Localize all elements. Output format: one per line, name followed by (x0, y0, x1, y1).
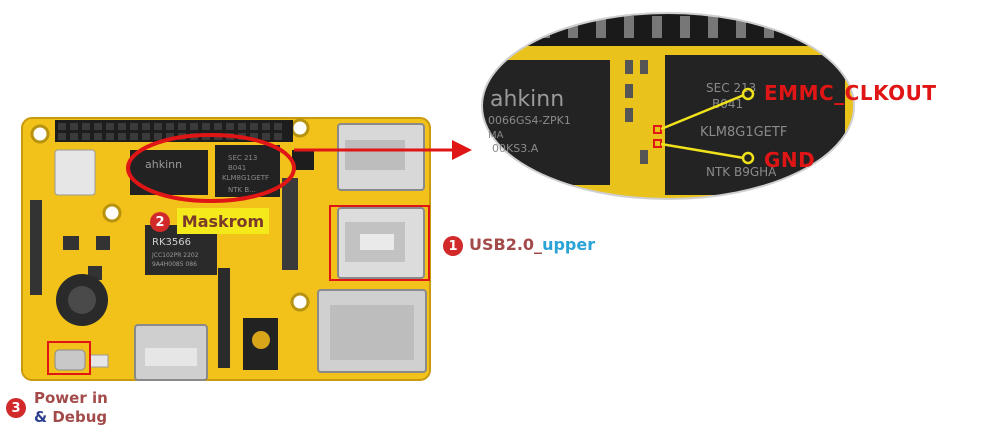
soc-sub-1: JCC102PR 2202 (151, 252, 199, 259)
test-pad-gnd (653, 139, 662, 148)
display-connector (30, 200, 42, 295)
usb-highlight-box (329, 205, 430, 281)
callout-line-clk (660, 93, 745, 131)
zoom-mem-3: 00KS3.A (492, 142, 539, 155)
mounting-hole (290, 292, 310, 312)
debug-text: Debug (52, 408, 108, 426)
callout-dot-gnd (741, 151, 755, 165)
power-debug-label: Power in & Debug (34, 389, 108, 427)
emmc-chip (215, 145, 280, 197)
mounting-hole (102, 203, 122, 223)
emmc-text-1: SEC 213 (228, 154, 257, 162)
fan-header (292, 150, 314, 170)
gnd-label: GND (764, 148, 816, 172)
zoom-ellipse-border (481, 12, 855, 200)
soc-sub-2: 9A4H0085 086 (152, 261, 197, 268)
test-pad-clk (653, 125, 662, 134)
annotation-number-3: 3 (6, 398, 26, 418)
usb-label-part2: upper (542, 235, 596, 254)
zoom-arrow-head (452, 140, 472, 160)
usb-upper-label: USB2.0_upper (469, 235, 595, 254)
zoom-emmc-4: NTK B9GHA (706, 165, 777, 179)
power-ic (63, 236, 79, 250)
mounting-hole (30, 124, 50, 144)
memory-brand: ahkinn (145, 158, 182, 171)
annotation-number-1: 1 (443, 236, 463, 256)
annotation-number-2: 2 (150, 212, 170, 232)
zoom-mem-2: MA (488, 130, 504, 141)
zoom-view (482, 13, 854, 199)
small-ic (96, 236, 110, 250)
zoom-emmc-2: B041 (712, 97, 743, 111)
power-highlight-box (47, 341, 91, 375)
emmc-text-2: B041 (228, 164, 246, 172)
maskrom-label-box: Maskrom (177, 208, 269, 234)
wifi-module (54, 149, 96, 196)
mounting-hole (290, 118, 310, 138)
usb-c-port (54, 349, 86, 371)
callout-dot-clk (741, 87, 755, 101)
soc-label: RK3566 (152, 237, 191, 248)
power-amp-text: & (34, 408, 48, 426)
camera-connector (218, 268, 230, 368)
m2-slot (282, 178, 298, 270)
zoom-brand: ahkinn (490, 87, 564, 112)
maskrom-label: Maskrom (181, 211, 265, 231)
zoom-mem-1: 0066GS4-ZPK1 (488, 114, 571, 127)
emmc-clkout-label: EMMC_CLKOUT (764, 81, 937, 105)
emmc-text-4: NTK B... (228, 186, 256, 194)
usb-label-part1: USB2.0_ (469, 235, 543, 254)
highlight-ellipse (126, 133, 296, 203)
zoom-emmc-3: KLM8G1GETF (700, 125, 787, 140)
emmc-text-3: KLM8G1GETF (222, 174, 269, 182)
callout-line-gnd (660, 142, 745, 160)
power-in-text: Power in (34, 389, 108, 407)
